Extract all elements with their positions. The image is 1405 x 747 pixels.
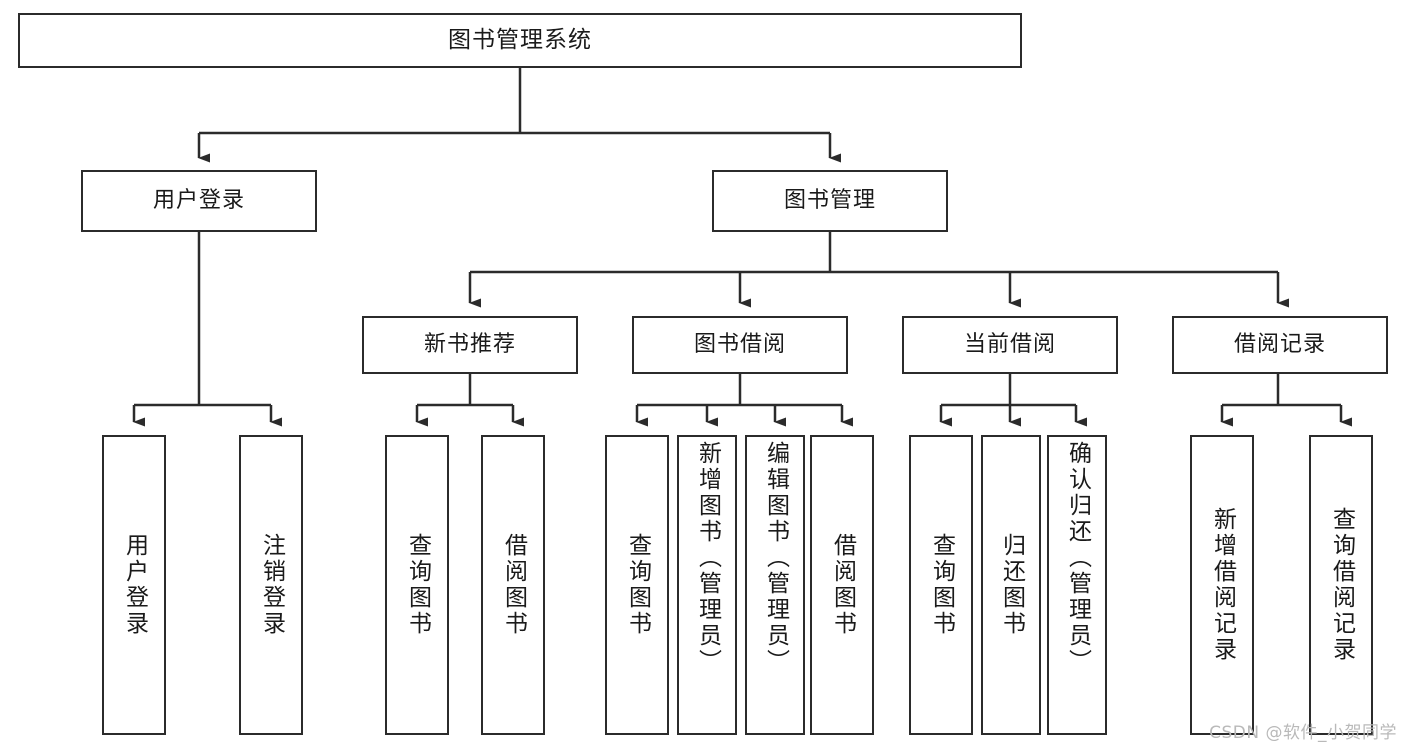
leaf-book-borrow-edit-admin[interactable]: 编辑图书（管理员） — [745, 435, 805, 735]
leaf-new-book-query[interactable]: 查询图书 — [385, 435, 449, 735]
node-borrow-record[interactable]: 借阅记录 — [1172, 316, 1388, 374]
node-current-borrow[interactable]: 当前借阅 — [902, 316, 1118, 374]
watermark-text: CSDN @软件_小贺同学 — [1209, 723, 1397, 743]
node-label: 注销登录 — [258, 533, 285, 637]
leaf-user-login-logout[interactable]: 注销登录 — [239, 435, 303, 735]
node-label: 当前借阅 — [963, 332, 1056, 358]
node-new-book-recommend[interactable]: 新书推荐 — [362, 316, 578, 374]
leaf-current-borrow-confirm-admin[interactable]: 确认归还（管理员） — [1047, 435, 1107, 735]
node-label: 新增图书（管理员） — [694, 441, 721, 675]
node-label: 图书借阅 — [693, 332, 786, 358]
leaf-borrow-record-add[interactable]: 新增借阅记录 — [1190, 435, 1254, 735]
node-label: 确认归还（管理员） — [1064, 441, 1091, 675]
node-label: 图书管理 — [783, 188, 876, 214]
leaf-current-borrow-return[interactable]: 归还图书 — [981, 435, 1041, 735]
node-label: 借阅图书 — [829, 533, 856, 637]
node-root-book-management-system[interactable]: 图书管理系统 — [18, 13, 1022, 68]
node-label: 借阅图书 — [500, 533, 527, 637]
leaf-current-borrow-query[interactable]: 查询图书 — [909, 435, 973, 735]
leaf-new-book-borrow[interactable]: 借阅图书 — [481, 435, 545, 735]
leaf-book-borrow-query[interactable]: 查询图书 — [605, 435, 669, 735]
node-label: 用户登录 — [152, 188, 245, 214]
node-label: 新书推荐 — [423, 332, 516, 358]
node-label: 查询图书 — [624, 533, 651, 637]
node-label: 查询借阅记录 — [1328, 507, 1355, 663]
leaf-borrow-record-query[interactable]: 查询借阅记录 — [1309, 435, 1373, 735]
node-label: 用户登录 — [121, 533, 148, 637]
node-label: 编辑图书（管理员） — [762, 441, 789, 675]
node-book-management[interactable]: 图书管理 — [712, 170, 948, 232]
node-label: 图书管理系统 — [448, 26, 592, 53]
node-book-borrow[interactable]: 图书借阅 — [632, 316, 848, 374]
node-label: 借阅记录 — [1233, 332, 1326, 358]
node-label: 归还图书 — [998, 533, 1025, 637]
leaf-user-login-login[interactable]: 用户登录 — [102, 435, 166, 735]
node-user-login[interactable]: 用户登录 — [81, 170, 317, 232]
node-label: 新增借阅记录 — [1209, 507, 1236, 663]
leaf-book-borrow-borrow[interactable]: 借阅图书 — [810, 435, 874, 735]
node-label: 查询图书 — [404, 533, 431, 637]
leaf-book-borrow-add-admin[interactable]: 新增图书（管理员） — [677, 435, 737, 735]
node-label: 查询图书 — [928, 533, 955, 637]
